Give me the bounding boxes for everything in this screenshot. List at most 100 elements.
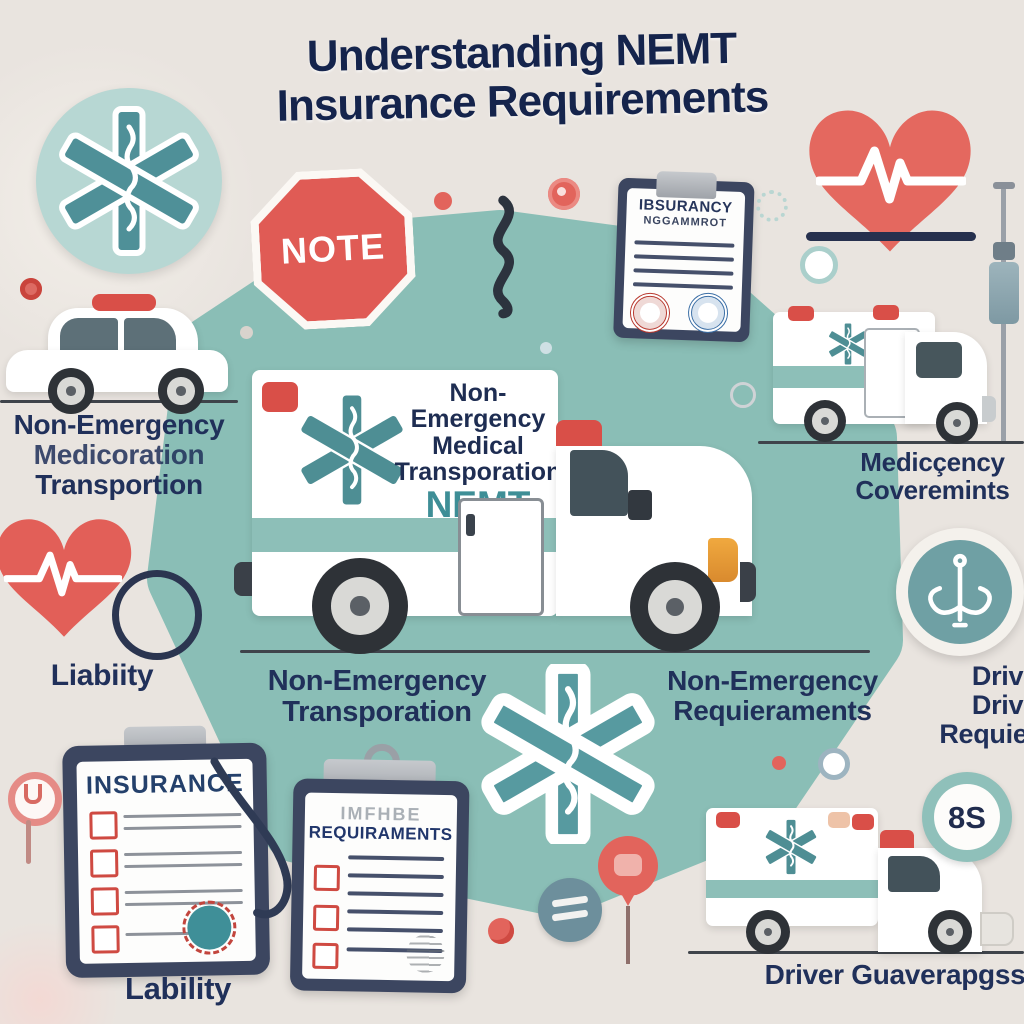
- pin-stick: [626, 906, 630, 964]
- ambulance-top-right: [758, 300, 1024, 450]
- label-center-bottom: Non-Emergency Transporation: [242, 665, 512, 729]
- label-lability: Lability: [124, 971, 232, 1006]
- decor-dot: [240, 326, 253, 339]
- clipboard-clip: [656, 171, 717, 200]
- ambulance-text-line: Medical: [432, 431, 524, 460]
- label-line: Non-Emergency: [267, 665, 487, 697]
- cab-window: [570, 450, 628, 516]
- sign-ring: [8, 772, 62, 826]
- star-of-life-icon-large: [478, 664, 658, 844]
- location-pin-icon: [598, 836, 662, 966]
- rear-bumper: [234, 562, 252, 596]
- star-of-life-icon: [54, 106, 204, 256]
- squiggle-icon: [482, 192, 524, 322]
- car-light-bar: [92, 294, 156, 311]
- door-handle: [466, 514, 475, 536]
- ambulance-center: Non-Emergency Medical Transporation NEMT: [234, 366, 768, 656]
- label-line: Non-Emergency: [667, 665, 878, 696]
- ambulance-light: [852, 814, 874, 830]
- decor-dot: [540, 342, 552, 354]
- decor-dot: [772, 756, 786, 770]
- label-bottom-right: Driver Guaverapgss: [764, 959, 1024, 990]
- label-line: Non-Emergency: [13, 409, 225, 440]
- wheel: [158, 368, 204, 414]
- checkbox: [91, 925, 120, 954]
- decor-ring: [756, 190, 788, 222]
- pin-inner: [614, 854, 642, 876]
- ambulance-text-line: Non-Emergency: [410, 379, 546, 434]
- front-bumper: [982, 396, 996, 422]
- decor-ring-large: [112, 570, 202, 660]
- cab-light-bar: [880, 830, 914, 848]
- decor-dot: [557, 187, 566, 196]
- hook-badge-icon: [914, 546, 1006, 638]
- wheel: [936, 402, 978, 444]
- car-window: [124, 318, 176, 352]
- pen-icon: [202, 754, 305, 936]
- checkbox: [313, 864, 341, 892]
- slate-badge: [538, 878, 602, 942]
- heart-bar: [806, 232, 976, 241]
- car-window: [60, 318, 118, 352]
- small-sign-icon: [6, 772, 62, 868]
- sign-post: [26, 820, 31, 864]
- decor-ring: [818, 748, 850, 780]
- ambulance-light: [828, 812, 850, 828]
- ambulance-stripe: [706, 880, 878, 898]
- label-line: Medicçency: [860, 447, 1005, 477]
- label-line: Requieraments: [673, 695, 872, 727]
- label-line: Transportion: [35, 469, 203, 501]
- star-of-life-icon: [762, 818, 820, 876]
- top-clipboard: IBSURANCY NGGAMMROT: [613, 170, 755, 343]
- decor-dot: [20, 278, 42, 300]
- ambulance-light: [873, 305, 899, 320]
- label-line: Medicoration: [33, 439, 205, 471]
- wheel: [630, 562, 720, 652]
- cab-light-bar: [556, 420, 602, 446]
- label-top-right-ambulance: Medicçency Coveremints: [840, 448, 1024, 504]
- clipboard-requirements: IMFHBE REQUIRAMENTS: [289, 742, 484, 994]
- wheel: [746, 910, 790, 954]
- ground-line: [688, 951, 1024, 954]
- ground-line: [758, 441, 1024, 444]
- ambulance-light: [716, 812, 740, 828]
- label-top-left-car: Non-Emergency Medicoration Transportion: [0, 409, 238, 501]
- checkbox: [90, 887, 120, 916]
- label-liability: Liabiity: [50, 659, 154, 692]
- badge-8s-label: 8S: [948, 800, 986, 835]
- decor-ring: [730, 382, 756, 408]
- wheel: [928, 910, 972, 954]
- ambulance-light: [262, 382, 298, 412]
- ground-line: [0, 400, 238, 403]
- ambulance-light: [788, 306, 814, 321]
- label-line: Driver: [971, 690, 1024, 721]
- front-bumper: [740, 562, 756, 602]
- checkbox: [312, 942, 339, 970]
- label-right-requirements: Non-Emergency Requieraments: [640, 665, 905, 727]
- wheel: [804, 400, 846, 442]
- front-bumper: [980, 912, 1014, 946]
- headlight: [708, 538, 738, 582]
- clipboard-req-title: REQUIRAMENTS: [308, 822, 453, 845]
- mirror-icon: [628, 490, 652, 520]
- iv-pole-top: [993, 182, 1015, 189]
- sign-hook: [24, 784, 42, 804]
- checkbox: [312, 904, 340, 932]
- ekg-line-icon: [816, 142, 966, 208]
- label-line: Coveremints: [855, 475, 1010, 506]
- wheel: [312, 558, 408, 654]
- clipboard-insurance: INSURANCE: [62, 724, 306, 979]
- stop-sign-label: NOTE: [279, 225, 386, 272]
- label-line: Transporation: [282, 696, 472, 729]
- wheel: [48, 368, 94, 414]
- car-icon: [0, 278, 240, 414]
- decor-dot: [434, 192, 452, 210]
- label-line: Requiesme: [939, 719, 1024, 750]
- cab-window: [888, 856, 940, 892]
- ambulance-text-line: Transporation: [394, 457, 562, 486]
- iv-bag: [989, 262, 1019, 324]
- pin-tail: [618, 888, 638, 906]
- decor-dot: [488, 918, 514, 944]
- ground-line: [240, 650, 870, 653]
